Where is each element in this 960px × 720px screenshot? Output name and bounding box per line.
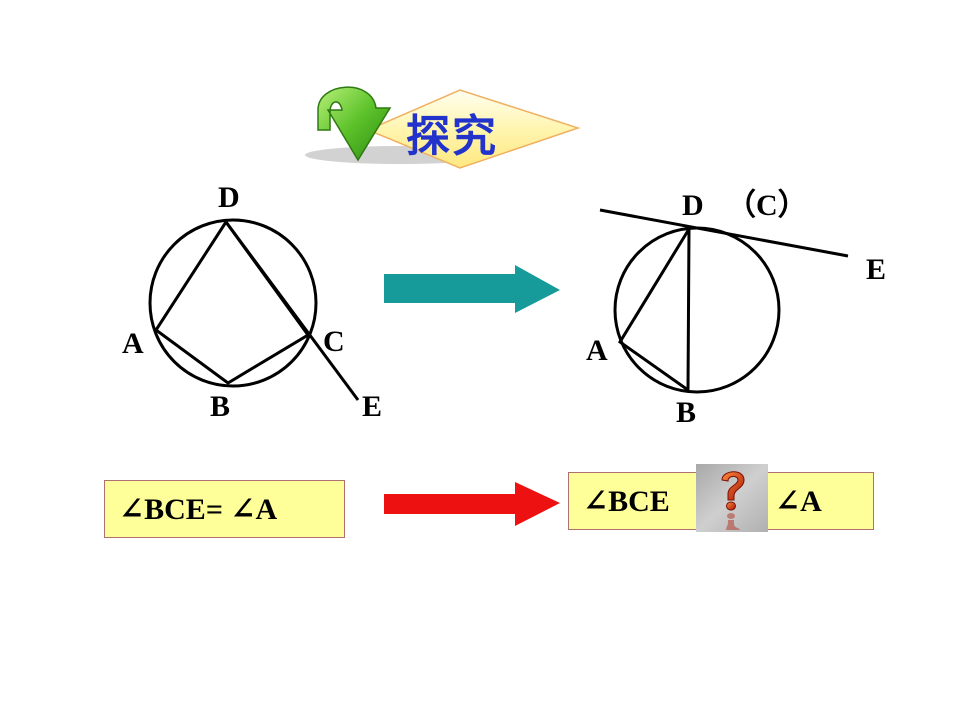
equation-right-start: ∠BCE xyxy=(583,485,670,518)
left-label-E: E xyxy=(362,390,383,423)
equation-box-left: ∠BCE= ∠A xyxy=(104,480,345,538)
left-label-C: C xyxy=(323,325,345,358)
right-triangle xyxy=(617,228,691,393)
left-extension-CE xyxy=(224,221,360,401)
red-arrow xyxy=(384,482,560,526)
left-label-A: A xyxy=(122,327,144,360)
right-label-B: B xyxy=(676,396,697,429)
right-figure xyxy=(599,208,849,394)
left-figure xyxy=(148,218,360,401)
right-label-C-paren: （C） xyxy=(726,189,808,222)
left-circle xyxy=(148,218,318,388)
right-label-A: A xyxy=(586,334,608,367)
teal-arrow xyxy=(384,265,560,313)
right-label-E: E xyxy=(866,253,887,286)
equation-right-end: ∠A xyxy=(775,485,822,518)
left-label-B: B xyxy=(210,390,231,423)
title-text: 探究 xyxy=(406,111,498,162)
left-label-D: D xyxy=(218,181,240,214)
question-mark-icon xyxy=(696,464,768,532)
equation-left-text: ∠BCE= ∠A xyxy=(119,493,278,526)
right-tangent-line xyxy=(599,208,849,258)
right-label-D: D xyxy=(682,189,704,222)
